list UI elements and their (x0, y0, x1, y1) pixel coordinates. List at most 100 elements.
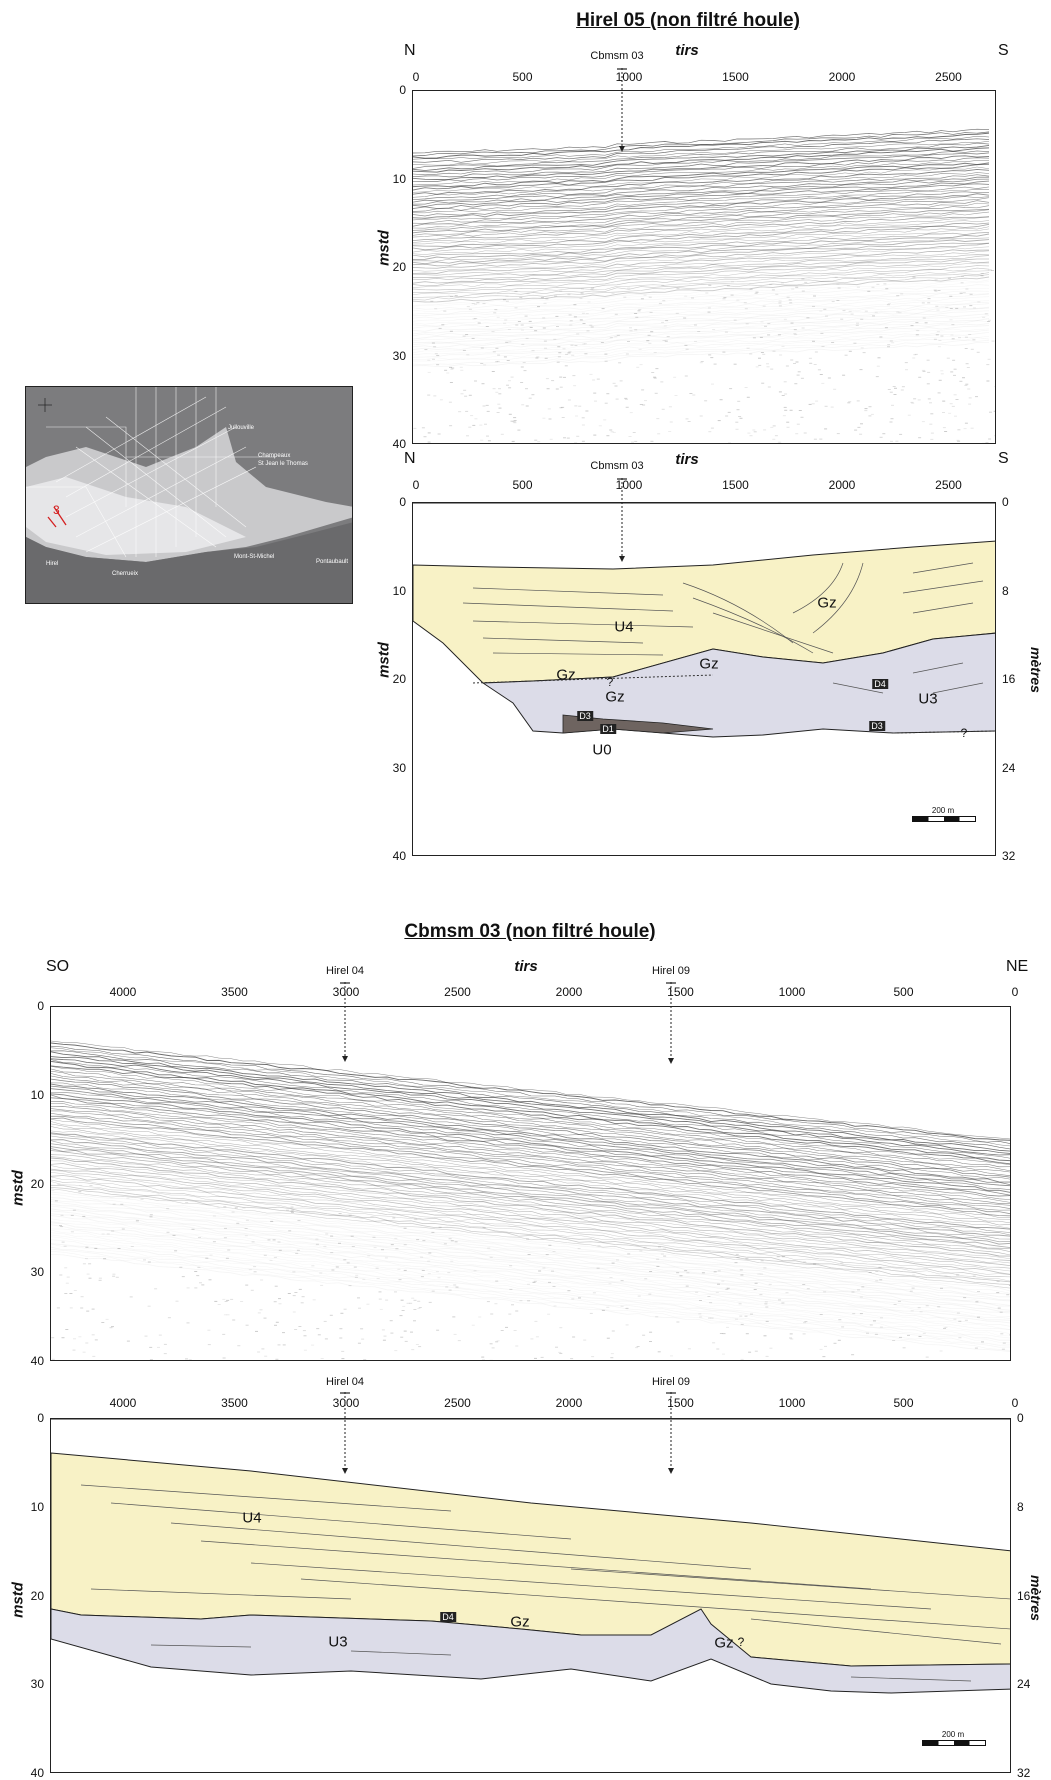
p2-raw-x-tick-6: 1000 (778, 985, 806, 999)
p2-raw-y-label: mstd (9, 1170, 27, 1206)
p1-int-graphic (413, 503, 995, 738)
p1-int-dir-left: N (404, 450, 416, 467)
p2-raw-y-tick-1: 10 (30, 1087, 44, 1102)
p2-raw-x-tick-8: 0 (1011, 985, 1019, 999)
p1-raw-y-tick-4: 40 (392, 437, 406, 451)
p2-int-x-tick-7: 500 (893, 1396, 914, 1410)
p1-int-y-tick-3: 30 (392, 760, 406, 775)
p1-int-y2-tick-0: 0 (1002, 495, 1009, 509)
p1-int-y2-label: mètres (1028, 647, 1044, 693)
p2-raw-x-tick-7: 500 (893, 985, 914, 999)
p2-int-y2-tick-3: 24 (1017, 1677, 1031, 1692)
p1-raw-x-tick-4: 2000 (828, 70, 856, 84)
p2-int-y2-tick-2: 16 (1017, 1588, 1031, 1603)
p1-raw-dir-right: S (998, 42, 1009, 59)
p1-box-d3-right: D3 (869, 721, 885, 731)
p2-raw-x-tick-1: 3500 (221, 985, 248, 999)
p1-raw-x-tick-5: 2500 (935, 70, 962, 84)
p1-box-d3-left: D3 (577, 711, 593, 721)
p2-int-x-tick-5: 1500 (667, 1396, 694, 1410)
p1-scale-label: 200 m (931, 806, 955, 815)
p1-int-x-tick-2: 1000 (615, 478, 643, 492)
p1-raw-y-tick-2: 20 (392, 260, 406, 274)
p2-int-y-tick-0: 0 (37, 1411, 44, 1425)
p2-int-x-tick-3: 2500 (444, 1396, 471, 1410)
p1-qmark-left: ? (606, 675, 614, 689)
p1-raw-y-tick-0: 0 (399, 83, 406, 97)
p2-int-x-tick-0: 4000 (109, 1396, 137, 1410)
p1-int-x-tick-4: 2000 (828, 478, 856, 492)
p2-int-y-tick-2: 20 (30, 1588, 44, 1603)
p2-scale-bar (922, 1740, 986, 1746)
p1-unit-gz-left: Gz (556, 666, 576, 684)
location-map: Jullouville Champeaux St Jean le Thomas … (25, 386, 353, 604)
p1-int-x-tick-0: 0 (412, 478, 420, 492)
p1-raw-y-tick-3: 30 (392, 348, 406, 363)
p1-int-x-tick-1: 500 (512, 478, 533, 492)
p2-raw-y-tick-3: 30 (30, 1265, 44, 1280)
p2-unit-gz-mid: Gz (510, 1613, 530, 1631)
map-line-label: 3 (53, 503, 60, 517)
p1-int-x-label: tirs (675, 451, 699, 468)
p1-raw-seismic-panel (412, 90, 996, 444)
p1-unit-u3: U3 (918, 690, 938, 708)
map-label-jullouville: Jullouville (228, 425, 255, 431)
map-label-champeaux: Champeaux (258, 453, 291, 459)
p1-raw-x-tick-0: 0 (412, 70, 420, 84)
p2-raw-x-label: tirs (514, 958, 538, 975)
p1-int-y-tick-2: 20 (392, 672, 406, 686)
p2-raw-dir-right: NE (1006, 958, 1029, 975)
p2-int-x-tick-2: 3000 (332, 1396, 360, 1410)
p2-raw-seismic-panel (50, 1006, 1011, 1361)
p2-raw-marker-a: Hirel 04 (326, 965, 364, 977)
p1-int-y2-tick-1: 8 (1002, 583, 1009, 598)
profile1-title: Hirel 05 (non filtré houle) (576, 10, 800, 31)
p2-raw-x-tick-0: 4000 (109, 985, 137, 999)
location-map-graphic (26, 387, 352, 603)
p1-raw-x-tick-1: 500 (512, 70, 533, 84)
map-label-pontaubault: Pontaubault (316, 559, 349, 565)
p1-raw-dir-left: N (404, 42, 416, 59)
p2-int-y-tick-3: 30 (30, 1677, 44, 1692)
p1-int-y2-tick-2: 16 (1002, 672, 1016, 686)
p2-int-y2-label: mètres (1028, 1575, 1044, 1621)
p1-unit-gz-top: Gz (817, 594, 837, 612)
p2-int-marker-a: Hirel 04 (326, 1376, 364, 1388)
p2-box-d4: D4 (440, 1612, 456, 1622)
p2-scale-label: 200 m (941, 1730, 965, 1739)
p1-unit-u4: U4 (614, 618, 634, 636)
p2-raw-seismic-graphic (51, 1040, 1010, 1360)
p1-raw-x-label: tirs (675, 42, 699, 59)
p1-unit-gz-low: Gz (605, 688, 625, 706)
p1-box-d4: D4 (872, 679, 888, 689)
p1-qmark-right: ? (960, 726, 968, 740)
p1-unit-u0: U0 (592, 741, 612, 759)
profile2-title: Cbmsm 03 (non filtré houle) (404, 921, 656, 942)
p2-int-marker-b: Hirel 09 (652, 1376, 690, 1388)
map-label-hirel: Hirel (46, 561, 59, 567)
p1-int-cross-marker: Cbmsm 03 (590, 460, 644, 472)
p2-int-x-tick-4: 2000 (555, 1396, 583, 1410)
p2-int-x-tick-1: 3500 (221, 1396, 248, 1410)
p1-scale-bar (912, 816, 976, 822)
p2-int-y2-tick-4: 32 (1017, 1766, 1031, 1780)
p2-raw-y-tick-2: 20 (30, 1176, 44, 1191)
p2-unit-u4: U4 (242, 1509, 262, 1527)
p1-int-y-tick-1: 10 (392, 583, 406, 598)
p1-raw-y-label: mstd (375, 230, 393, 266)
p1-raw-seismic-graphic (413, 128, 995, 443)
p2-raw-marker-b: Hirel 09 (652, 965, 690, 977)
map-label-cherrueix: Cherrueix (112, 571, 139, 577)
p1-int-y-label: mstd (375, 642, 393, 678)
map-label-mont: Mont-St-Michel (234, 554, 275, 560)
p2-unit-gz-right: Gz (714, 1634, 734, 1652)
p1-int-y-tick-4: 40 (392, 849, 406, 863)
p2-int-graphic (51, 1419, 1010, 1694)
p2-qmark: ? (737, 1635, 745, 1649)
p1-int-dir-right: S (998, 450, 1009, 467)
p2-int-y-label: mstd (9, 1582, 27, 1618)
p1-raw-cross-marker: Cbmsm 03 (590, 50, 644, 62)
p1-raw-x-tick-2: 1000 (615, 70, 643, 84)
p1-int-x-tick-5: 2500 (935, 478, 962, 492)
p1-box-d1: D1 (600, 724, 616, 734)
